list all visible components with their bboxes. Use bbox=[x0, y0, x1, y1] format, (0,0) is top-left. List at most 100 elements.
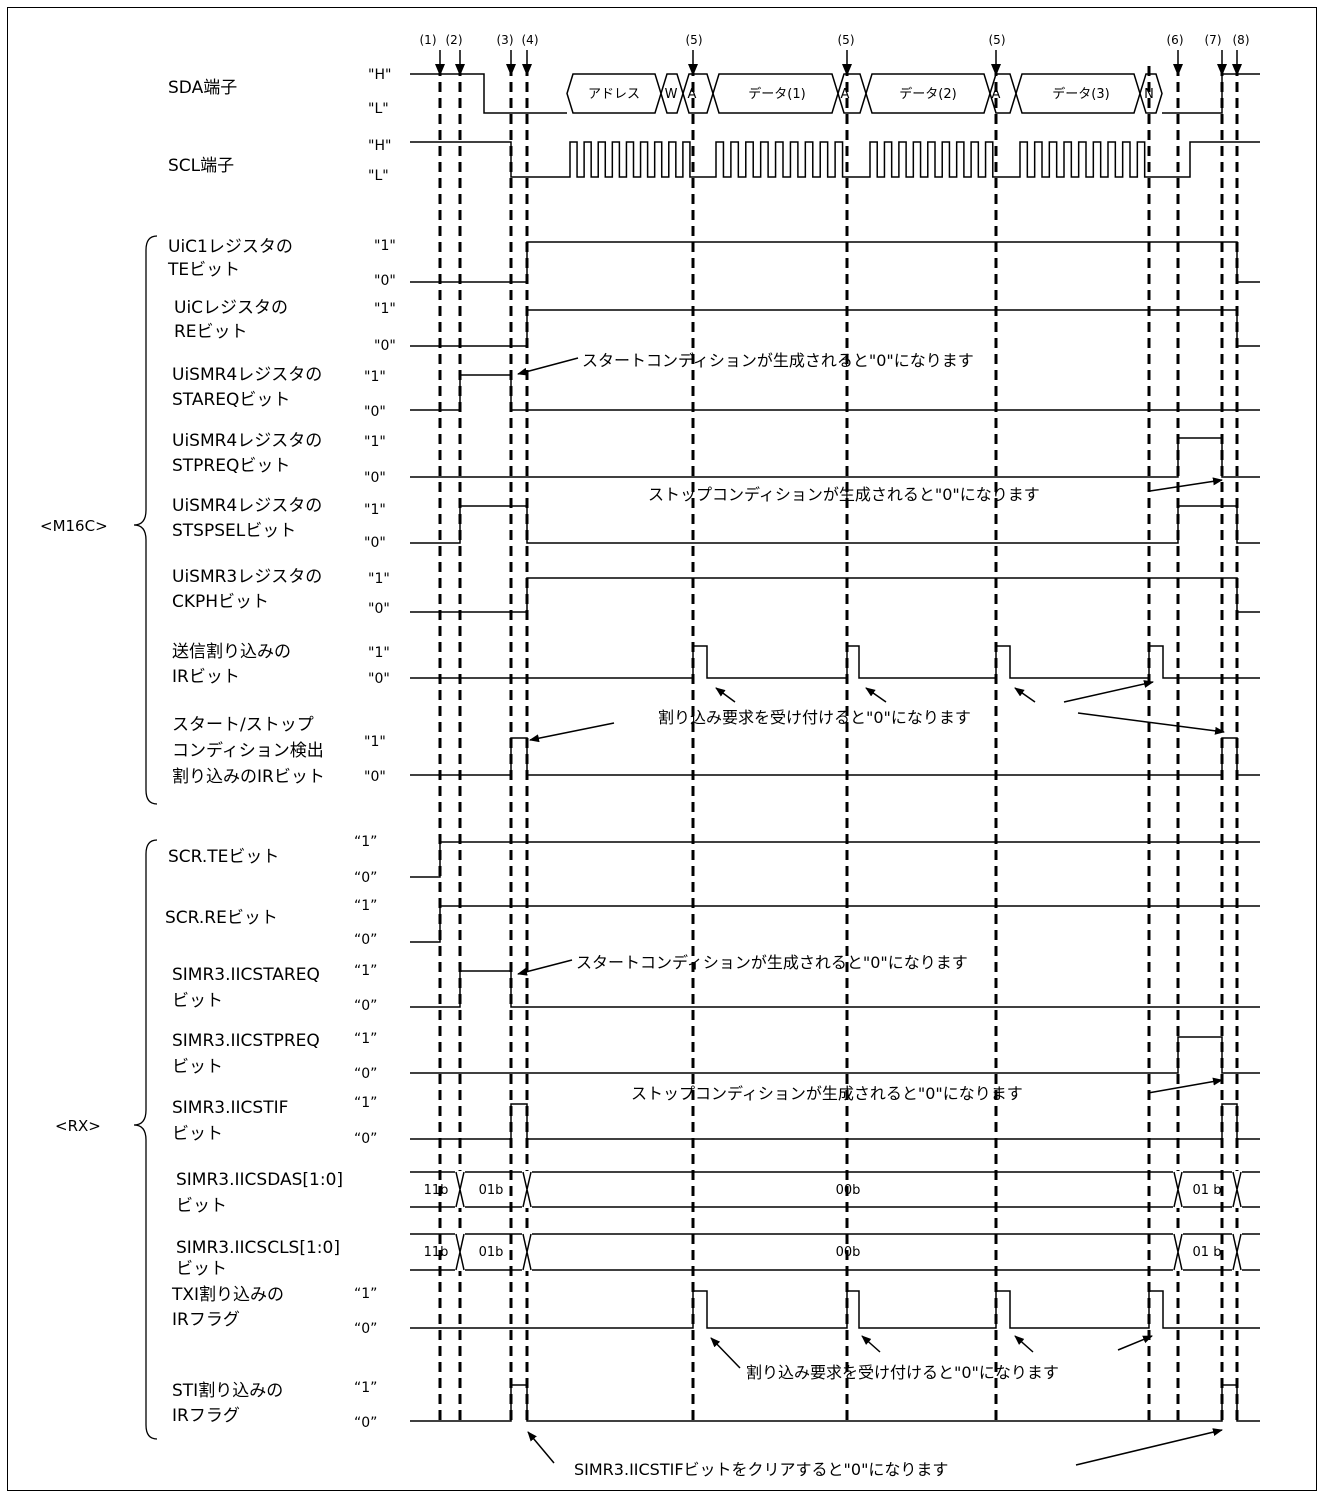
stspsel-wave bbox=[410, 505, 1260, 544]
ckph-wave bbox=[410, 577, 1260, 613]
arrow-rx-irq-3 bbox=[1014, 1335, 1034, 1353]
marker-8: (8) bbox=[1233, 33, 1250, 47]
scls-01b-end: 01 b bbox=[1193, 1245, 1222, 1260]
arrow-rx-irq-4 bbox=[1117, 1335, 1153, 1351]
diagram-frame bbox=[7, 7, 1317, 1491]
txi-ir-label-2: IRフラグ bbox=[172, 1310, 240, 1330]
sda-field-nack: N bbox=[1144, 87, 1154, 102]
stareq-wave bbox=[410, 374, 1260, 411]
annotation-arrows bbox=[517, 357, 1225, 1466]
iicscls-label-1: SIMR3.IICSCLS[1:0] bbox=[176, 1238, 340, 1258]
uic-re-label-1: UiCレジスタの bbox=[174, 298, 288, 318]
stpreq-hi: "1" bbox=[364, 434, 386, 450]
uic1-te-lo: "0" bbox=[374, 273, 396, 289]
rx-stop-note: ストップコンディションが生成されると"0"になります bbox=[631, 1084, 1023, 1103]
bus-values: 11b 01b 00b 01 b 11b 01b 00b 01 b bbox=[424, 1183, 1222, 1260]
stspsel-hi: "1" bbox=[364, 502, 386, 518]
ckph-lo: "0" bbox=[368, 601, 390, 617]
iicstif-hi: “1” bbox=[354, 1095, 377, 1111]
marker-arrows bbox=[435, 50, 1242, 76]
rx-stif-note: SIMR3.IICSTIFビットをクリアすると"0"になります bbox=[574, 1460, 948, 1479]
sdas-01b-end: 01 b bbox=[1193, 1183, 1222, 1198]
scl-wave bbox=[410, 141, 1260, 178]
stsp-ir-hi: "1" bbox=[364, 734, 386, 750]
arrow-m16c-stop bbox=[1149, 477, 1223, 492]
stpreq-lo: "0" bbox=[364, 470, 386, 486]
stspsel-lo: "0" bbox=[364, 535, 386, 551]
marker-2: (2) bbox=[446, 33, 463, 47]
ckph-label-2: CKPHビット bbox=[172, 592, 269, 612]
txi-ir-hi: “1” bbox=[354, 1286, 377, 1302]
marker-4: (4) bbox=[522, 33, 539, 47]
iicstif-label-1: SIMR3.IICSTIF bbox=[172, 1098, 288, 1118]
m16c-group-label: <M16C> bbox=[40, 517, 108, 535]
scr-te-wave bbox=[410, 841, 1260, 878]
iicscls-bus-cross-3 bbox=[1232, 1233, 1242, 1271]
iicstareq-label-2: ビット bbox=[172, 991, 223, 1011]
iicstareq-label-1: SIMR3.IICSTAREQ bbox=[172, 965, 320, 985]
stsp-ir-label-3: 割り込みのIRビット bbox=[172, 767, 325, 787]
uic-re-lo: "0" bbox=[374, 338, 396, 354]
signal-labels: SDA端子 SCL端子 UiC1レジスタの TEビット UiCレジスタの REビ… bbox=[165, 78, 343, 1426]
iicstif-label-2: ビット bbox=[172, 1124, 223, 1144]
level-labels: "H" "L" "H" "L" "1" "0" "1" "0" "1" "0" … bbox=[354, 67, 396, 1431]
marker-7: (7) bbox=[1205, 33, 1222, 47]
scr-te-hi: “1” bbox=[354, 834, 377, 850]
timing-guide-lines bbox=[438, 66, 1239, 1422]
uic1-te-wave bbox=[410, 241, 1260, 283]
scl-lo: "L" bbox=[368, 168, 389, 184]
scls-11b: 11b bbox=[424, 1245, 449, 1260]
sda-field-w: W bbox=[665, 87, 678, 102]
sda-stop bbox=[1162, 73, 1260, 114]
m16c-brace bbox=[133, 235, 158, 805]
sti-ir-label-2: IRフラグ bbox=[172, 1406, 240, 1426]
sda-lo: "L" bbox=[368, 101, 389, 117]
scr-re-hi: “1” bbox=[354, 898, 377, 914]
iicstpreq-wave bbox=[410, 1036, 1260, 1074]
scr-te-lo: “0” bbox=[354, 870, 377, 886]
iicstif-lo: “0” bbox=[354, 1131, 377, 1147]
arrow-rx-irq-2 bbox=[861, 1335, 881, 1353]
stsp-ir-label-2: コンディション検出 bbox=[172, 740, 324, 761]
iicstpreq-label-1: SIMR3.IICSTPREQ bbox=[172, 1031, 320, 1051]
txi-ir-label-1: TXI割り込みの bbox=[171, 1285, 284, 1305]
sda-field-ack2: A bbox=[841, 87, 850, 102]
sda-label: SDA端子 bbox=[168, 78, 237, 98]
stpreq-wave bbox=[410, 437, 1260, 478]
arrow-m16c-irq-start bbox=[529, 722, 615, 743]
waveforms bbox=[410, 73, 1260, 1422]
iicstareq-wave bbox=[410, 970, 1260, 1008]
scl-label: SCL端子 bbox=[168, 156, 234, 176]
sda-field-data3: データ(3) bbox=[1052, 86, 1109, 102]
sti-ir-wave bbox=[410, 1384, 1260, 1422]
uic1-te-label-1: UiC1レジスタの bbox=[168, 237, 293, 257]
stsp-ir-label-1: スタート/ストップ bbox=[172, 715, 314, 735]
iicsdas-bus-cross-1 bbox=[522, 1171, 532, 1208]
iicscls-bus-cross-0 bbox=[455, 1233, 465, 1271]
stsp-ir-lo: "0" bbox=[364, 769, 386, 785]
iicstareq-hi: “1” bbox=[354, 963, 377, 979]
sti-ir-label-1: STI割り込みの bbox=[172, 1381, 283, 1401]
iicstpreq-label-2: ビット bbox=[172, 1057, 223, 1077]
marker-5a: (5) bbox=[686, 33, 703, 47]
tx-ir-lo: "0" bbox=[368, 671, 390, 687]
stareq-hi: "1" bbox=[364, 369, 386, 385]
arrow-m16c-irq-end bbox=[1077, 712, 1225, 735]
sda-field-address: アドレス bbox=[588, 87, 640, 102]
sdas-01b: 01b bbox=[479, 1183, 504, 1198]
tx-ir-wave bbox=[410, 645, 1260, 679]
sti-ir-hi: “1” bbox=[354, 1380, 377, 1396]
iicsdas-bus-cross-2 bbox=[1173, 1171, 1183, 1208]
marker-5b: (5) bbox=[838, 33, 855, 47]
uic1-te-hi: "1" bbox=[374, 238, 396, 254]
stareq-label-1: UiSMR4レジスタの bbox=[172, 365, 322, 385]
iicsdas-bus-cross-3 bbox=[1232, 1171, 1242, 1208]
stareq-lo: "0" bbox=[364, 404, 386, 420]
stareq-label-2: STAREQビット bbox=[172, 390, 290, 410]
scls-01b: 01b bbox=[479, 1245, 504, 1260]
sti-ir-lo: “0” bbox=[354, 1415, 377, 1431]
ckph-hi: "1" bbox=[368, 571, 390, 587]
group-braces bbox=[133, 235, 158, 1440]
arrow-rx-irq-1 bbox=[710, 1337, 741, 1369]
arrow-m16c-irq-4 bbox=[1063, 680, 1154, 703]
